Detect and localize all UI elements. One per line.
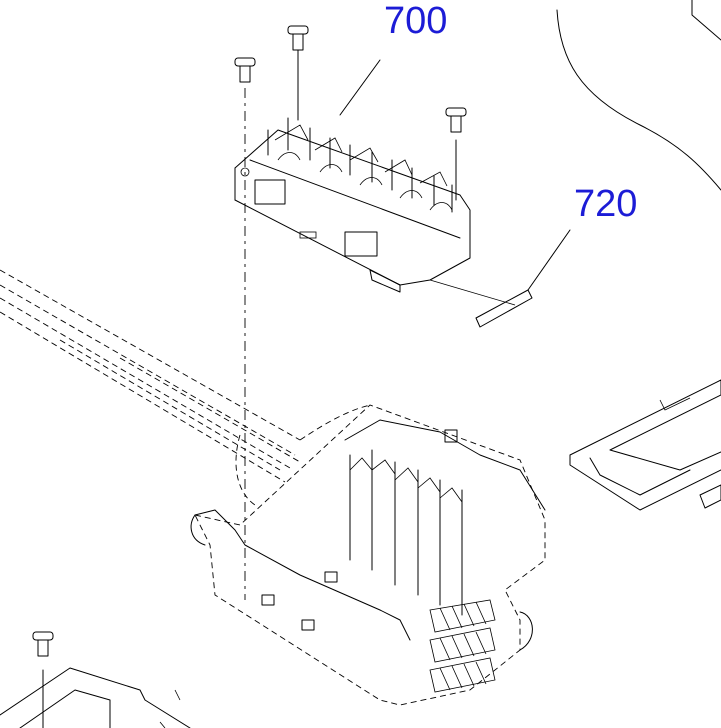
part-720-pad <box>429 229 571 328</box>
dashed-guide-lines <box>0 269 371 506</box>
lower-holder <box>190 404 546 706</box>
callout-700-label: 700 <box>384 0 447 42</box>
screw-top-right <box>445 107 467 201</box>
screw-top-left <box>234 57 256 600</box>
screw-top-center <box>287 25 309 121</box>
frame-part-right <box>569 379 721 511</box>
screw-bottom-left <box>32 631 54 728</box>
part-700-carriage-assembly <box>234 59 471 293</box>
callout-720-label: 720 <box>574 183 637 225</box>
background-contour <box>556 0 721 191</box>
base-plate-bottom-left <box>0 667 191 728</box>
